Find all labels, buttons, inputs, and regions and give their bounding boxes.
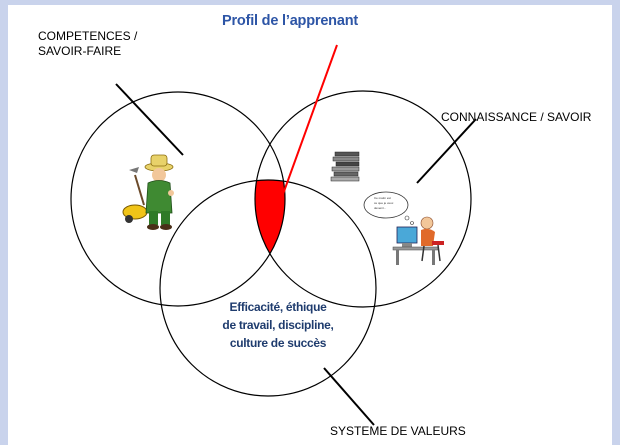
gardener-icon	[122, 154, 174, 230]
competences-label: COMPETENCES / SAVOIR-FAIRE	[38, 29, 137, 59]
competences-label-line1: COMPETENCES /	[38, 29, 138, 43]
competences-circle	[70, 91, 286, 307]
connaissance-label: CONNAISSANCE / SAVOIR	[441, 110, 592, 124]
values-description: Efficacité, éthique de travail, discipli…	[203, 298, 353, 352]
values-line3: culture de succès	[229, 336, 327, 350]
pointer-line-connaissance	[416, 118, 477, 184]
values-line2: de travail, discipline,	[222, 318, 334, 332]
systeme-label: SYSTEME DE VALEURS	[330, 424, 466, 438]
pointer-line-competences	[115, 83, 184, 156]
intersection-area	[255, 180, 285, 306]
connaissance-circle	[254, 90, 472, 308]
book-stack-icon	[330, 151, 360, 182]
diagram-title: Profil de l’apprenant	[222, 13, 358, 29]
venn-diagram: Ce matin est ce que je veux devenir...	[70, 44, 477, 426]
svg-text:devenir...: devenir...	[374, 206, 386, 210]
valeurs-circle	[159, 179, 377, 397]
pointer-line-profil	[273, 44, 338, 220]
svg-text:Ce matin est: Ce matin est	[374, 196, 391, 200]
thinking-person-at-computer-icon: Ce matin est ce que je veux devenir...	[363, 191, 444, 265]
svg-text:ce que je veux: ce que je veux	[374, 201, 394, 205]
pointer-line-systeme	[323, 367, 375, 426]
diagram-panel: Ce matin est ce que je veux devenir... P…	[8, 5, 612, 445]
values-line1: Efficacité, éthique	[229, 300, 327, 314]
competences-label-line2: SAVOIR-FAIRE	[38, 44, 122, 58]
